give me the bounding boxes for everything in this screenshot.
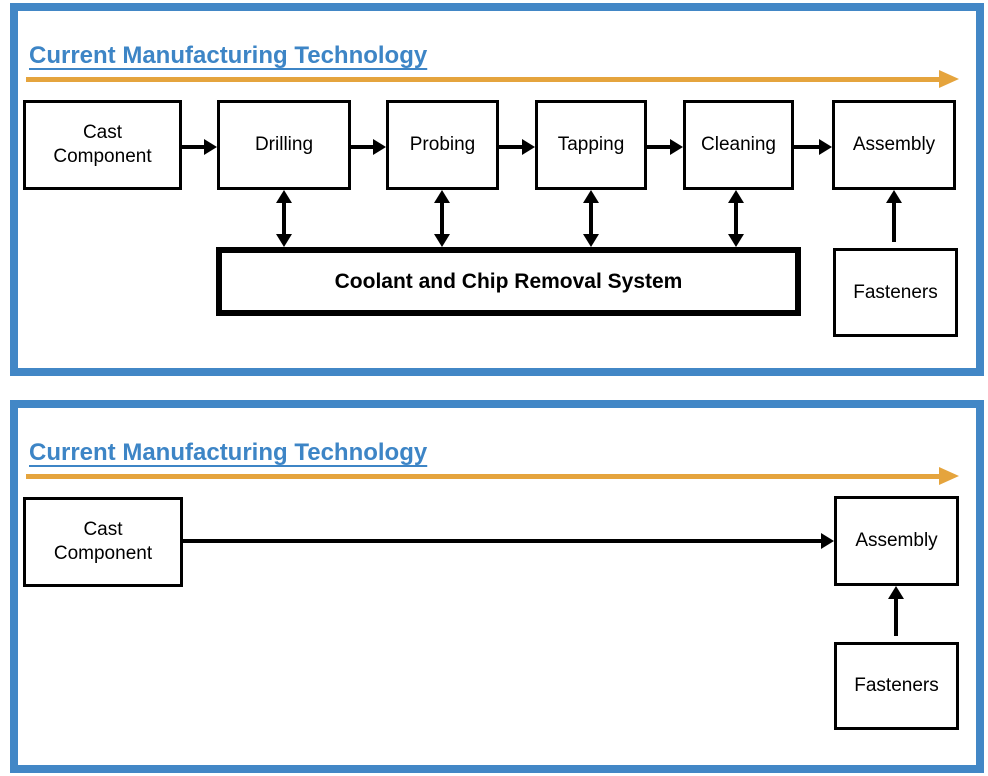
box-probing: Probing: [386, 100, 499, 190]
connector-line: [183, 539, 824, 543]
box-fasteners: Fasteners: [833, 248, 958, 337]
box-label: Assembly: [855, 530, 938, 551]
double-arrow-tapping-coolant: [583, 190, 599, 247]
box-label: Drilling: [254, 134, 314, 155]
panel-new-process: Current Manufacturing Technology Cast Co…: [10, 400, 984, 773]
connector-head: [204, 139, 217, 155]
box-drilling: Drilling: [217, 100, 351, 190]
panel-title: Current Manufacturing Technology: [29, 42, 428, 70]
box-assembly: Assembly: [832, 100, 956, 190]
connector-arrow-tapping-to-cleaning: [647, 138, 683, 156]
connector-line: [892, 196, 896, 242]
connector-head: [821, 533, 834, 549]
box-cleaning: Cleaning: [683, 100, 794, 190]
box-fasteners: Fasteners: [834, 642, 959, 730]
connector-head: [670, 139, 683, 155]
box-label: Cleaning: [701, 134, 776, 155]
connector-line: [351, 145, 376, 149]
connector-line: [589, 196, 593, 241]
connector-arrow-probing-to-tapping: [499, 138, 535, 156]
box-label: Tapping: [557, 134, 625, 155]
connector-line: [894, 592, 898, 636]
connector-line: [647, 145, 673, 149]
connector-arrow-cast-to-assembly: [183, 532, 834, 550]
connector-head: [583, 234, 599, 247]
connector-arrow-fasteners-to-assembly: [888, 586, 904, 642]
connector-head: [434, 234, 450, 247]
flow-arrow-line: [26, 77, 945, 82]
connector-head: [373, 139, 386, 155]
double-arrow-cleaning-coolant: [728, 190, 744, 247]
connector-arrow-fasteners-to-assembly: [886, 190, 902, 248]
flow-direction-arrow: [26, 70, 959, 88]
connector-arrow-drilling-to-probing: [351, 138, 386, 156]
connector-head: [819, 139, 832, 155]
box-label: Probing: [409, 134, 476, 155]
flow-arrow-head: [939, 467, 959, 485]
flow-direction-arrow: [26, 467, 959, 485]
box-tapping: Tapping: [535, 100, 647, 190]
box-coolant-chip-removal-system: Coolant and Chip Removal System: [216, 247, 801, 316]
connector-line: [440, 196, 444, 241]
box-label: Fasteners: [853, 281, 938, 303]
flow-arrow-line: [26, 474, 945, 479]
connector-arrow-cleaning-to-assembly: [794, 138, 832, 156]
box-label: Cast Component: [53, 122, 152, 167]
double-arrow-probing-coolant: [434, 190, 450, 247]
connector-arrow-cast-to-drilling: [182, 138, 217, 156]
box-label: Coolant and Chip Removal System: [334, 269, 683, 293]
connector-line: [182, 145, 207, 149]
box-cast-component: Cast Component: [23, 100, 182, 190]
flow-arrow-head: [939, 70, 959, 88]
connector-head: [276, 234, 292, 247]
box-label: Assembly: [852, 134, 936, 155]
connector-line: [499, 145, 525, 149]
panel-current-process: Current Manufacturing Technology Cast Co…: [10, 3, 984, 376]
connector-head: [728, 234, 744, 247]
double-arrow-drilling-coolant: [276, 190, 292, 247]
box-label: Fasteners: [854, 675, 939, 696]
connector-line: [794, 145, 822, 149]
box-assembly: Assembly: [834, 496, 959, 586]
box-label: Cast Component: [53, 519, 153, 564]
panel-title: Current Manufacturing Technology: [29, 439, 428, 467]
box-cast-component: Cast Component: [23, 497, 183, 587]
connector-line: [282, 196, 286, 241]
connector-line: [734, 196, 738, 241]
connector-head: [522, 139, 535, 155]
